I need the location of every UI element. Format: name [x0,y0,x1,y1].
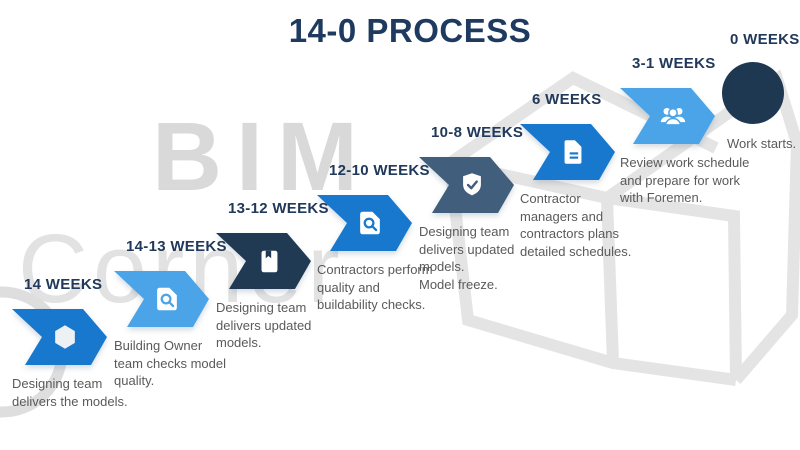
file-search-icon [157,287,177,311]
step-description: Contractor managers and contractors plan… [520,191,632,259]
step-weeks-label: 14 WEEKS [24,276,103,293]
step-description: Designing team delivers updated models. [216,300,312,350]
step-weeks-label: 14-13 WEEKS [126,238,227,255]
step-description: Building Owner team checks model quality… [114,338,226,388]
file-search-icon [360,211,380,235]
step-weeks-label: 10-8 WEEKS [431,124,524,141]
final-circle [722,62,784,124]
step-weeks-label: 3-1 WEEKS [632,55,716,72]
chevron-arrow [620,88,715,144]
page-title: 14-0 PROCESS [288,12,532,49]
step-weeks-label: 13-12 WEEKS [228,200,329,217]
book-icon [261,250,278,273]
step-description: Designing team delivers updated models. … [419,224,515,292]
watermark-bim-text: BIM [152,102,372,211]
people-icon [660,107,686,126]
document-icon [564,140,582,164]
step-description: Review work schedule and prepare for wor… [620,155,750,205]
step-description: Designing team delivers the models. [12,376,128,409]
step-weeks-label: 12-10 WEEKS [329,162,430,179]
final-description: Work starts. [727,136,797,151]
step-description: Contractors perform quality and buildabi… [317,262,433,312]
final-weeks-label: 0 WEEKS [730,31,800,48]
shield-check-icon [463,173,481,196]
hexagon-icon [55,325,75,349]
step-weeks-label: 6 WEEKS [532,91,602,108]
